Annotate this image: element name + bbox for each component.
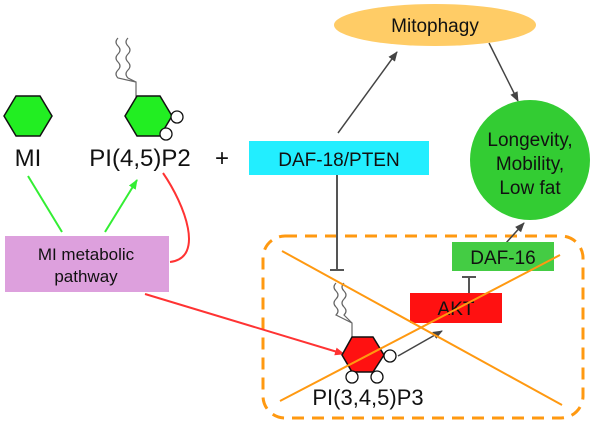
mi-pathway-label-line2: pathway [54,267,118,286]
akt-box [410,293,502,323]
outcome-line3: Low fat [499,178,561,199]
daf16-label: DAF-16 [470,248,535,269]
mi-molecule: MI [3,95,53,172]
mitophagy-node: Mitophagy [334,4,536,46]
daf18-box [249,141,429,175]
edge-pip2-to-pathway [162,172,190,263]
mi-label: MI [15,145,42,172]
akt-node: AKT [410,293,502,323]
outcome-line2: Mobility, [496,154,564,175]
pip3-lipid-tails [333,282,353,338]
blocked-region-box [261,234,585,420]
phosphate-icon [159,127,173,141]
outcome-circle [470,100,590,220]
pip2-label: PI(4,5)P2 [89,145,190,172]
outcome-node: Longevity, Mobility, Low fat [470,100,590,220]
mitophagy-ellipse [334,4,536,46]
mi-pathway-label-line1: MI metabolic [38,245,135,264]
mitophagy-label: Mitophagy [391,16,479,37]
mi-pathway-node: MI metabolic pathway [5,236,169,292]
edge-daf16-to-outcome [505,222,525,244]
blocked-cross-line [279,254,561,402]
pip3-hexagon [341,336,385,373]
plus-sign: + [215,145,229,172]
phosphate-icon [383,349,397,363]
mi-hexagon [3,95,53,137]
edge-mi-to-pathway [27,175,63,233]
phosphate-icon [345,370,359,384]
pip3-label: PI(3,4,5)P3 [312,385,423,410]
pip2-lipid-tails [115,37,137,97]
daf18-label: DAF-18/PTEN [278,150,399,171]
phosphate-icon [170,110,184,124]
pip2-molecule: PI(4,5)P2 [89,37,191,172]
pip3-molecule: PI(3,4,5)P3 [312,282,424,410]
phosphate-icon [370,370,384,384]
outcome-line1: Longevity, [487,130,572,151]
daf18-node: DAF-18/PTEN [249,141,429,175]
edge-pathway-to-pip3 [144,293,345,356]
edge-daf18-to-mitophagy [337,51,398,134]
mi-pathway-box [5,236,169,292]
edge-mitophagy-to-outcome [488,42,519,102]
edge-pathway-to-pip2 [104,179,138,233]
